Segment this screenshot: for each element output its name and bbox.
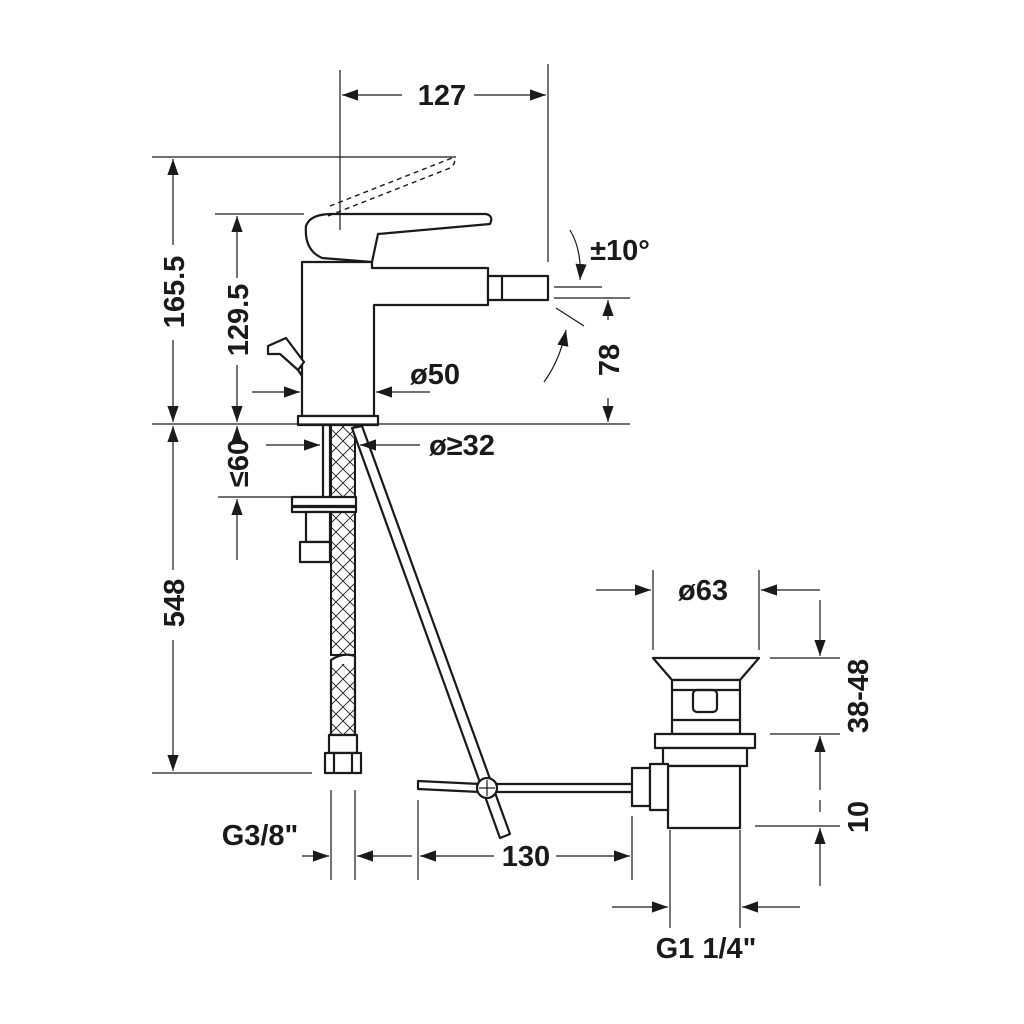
dim-hose-length: 548 — [159, 579, 191, 627]
dim-spout-height-78: 78 — [594, 344, 626, 376]
dim-waste-offset: 10 — [843, 801, 875, 833]
dim-waste-diameter: ø63 — [678, 575, 728, 607]
dim-waste-thread: G1 1/4" — [656, 933, 757, 965]
dim-height-129-5: 129.5 — [223, 284, 255, 357]
dim-rod-distance: 130 — [502, 841, 550, 873]
dim-height-165-5: 165.5 — [159, 256, 191, 329]
supply-hose — [290, 423, 363, 775]
mixer-body — [266, 70, 550, 427]
dim-body-diameter: ø50 — [410, 359, 460, 391]
dim-waste-range: 38-48 — [843, 659, 875, 733]
dim-spray-angle: ±10° — [590, 235, 650, 267]
dim-hose-thread: G3/8" — [222, 820, 299, 852]
dim-deck-thickness: ≤60 — [223, 439, 255, 487]
waste-fitting — [630, 656, 761, 830]
dimension-lines — [152, 64, 840, 928]
dim-hole-diameter: ø≥32 — [429, 430, 495, 462]
popup-rod — [350, 424, 638, 840]
dim-width-127: 127 — [418, 80, 466, 112]
